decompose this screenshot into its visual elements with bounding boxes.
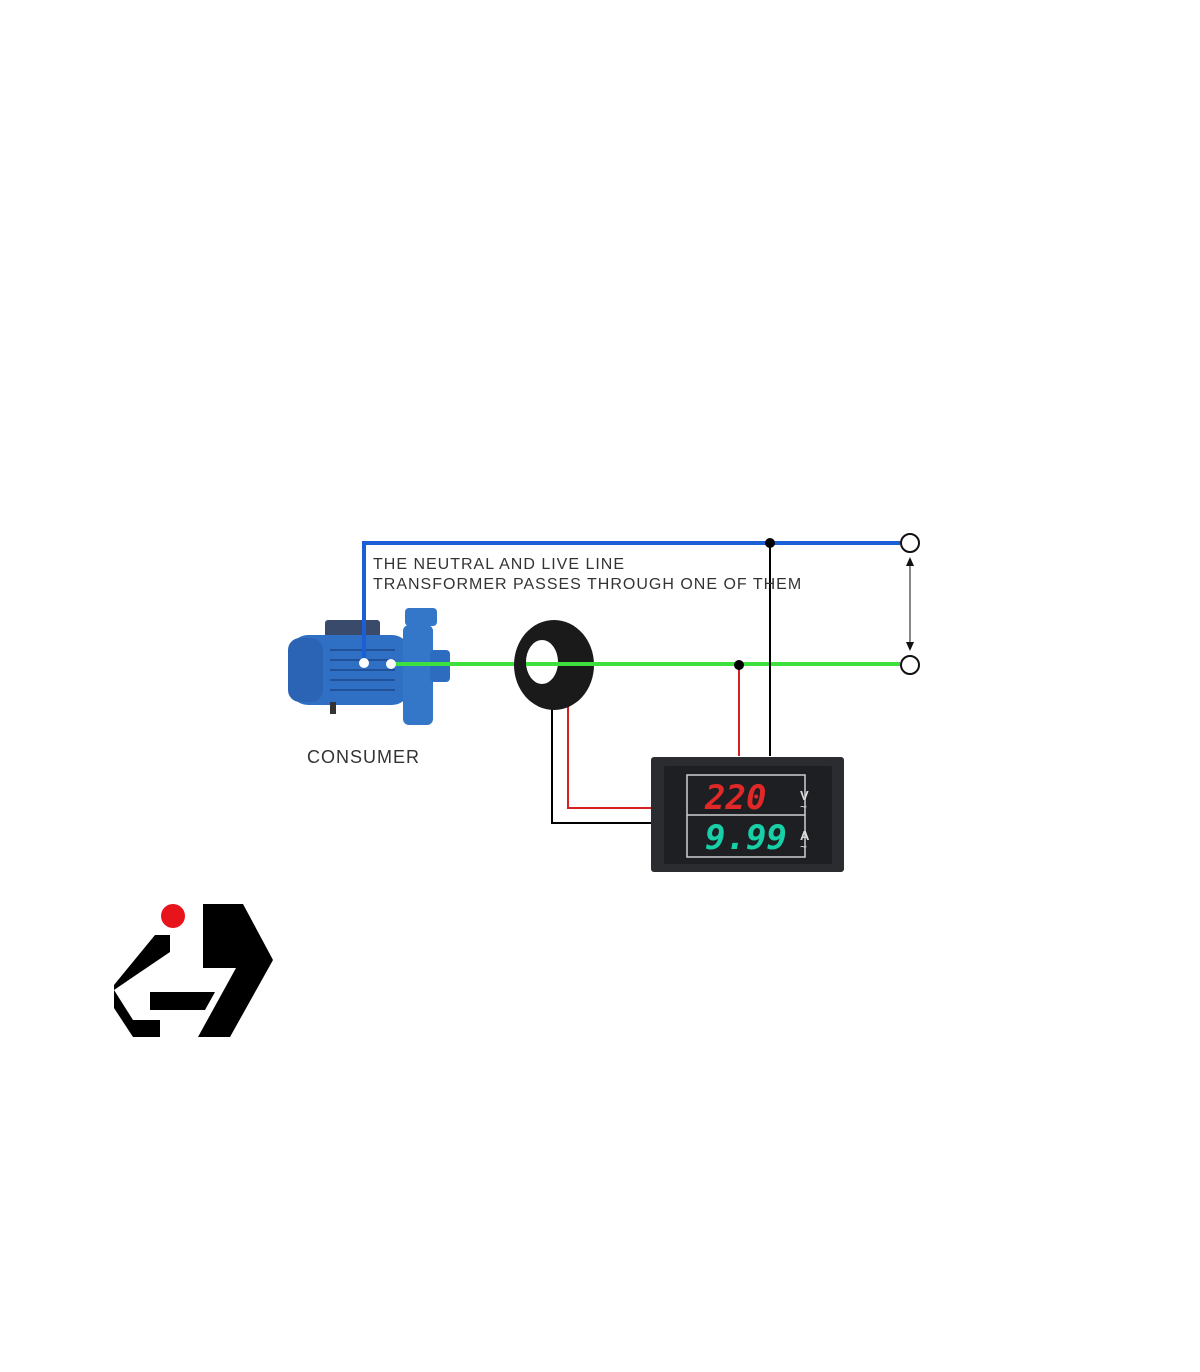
brand-logo: [114, 904, 273, 1037]
voltage-unit: V: [800, 788, 809, 803]
voltage-reading: 220: [704, 778, 766, 818]
voltmeter-ammeter: 220 9.99 V ~ A ~: [651, 757, 844, 872]
ct-red-lead: [567, 705, 652, 809]
note-line-1: THE NEUTRAL AND LIVE LINE: [373, 556, 625, 573]
neutral-terminal: [900, 533, 920, 553]
current-ac-symbol: ~: [800, 840, 807, 854]
voltage-ac-symbol: ~: [800, 800, 807, 814]
live-terminal: [900, 655, 920, 675]
current-unit: A: [800, 828, 810, 843]
neutral-wire: [362, 541, 900, 663]
ct-black-lead: [551, 705, 652, 824]
note-line-2: TRANSFORMER PASSES THROUGH ONE OF THEM: [373, 576, 802, 593]
current-reading: 9.99: [705, 818, 787, 858]
consumer-label: CONSUMER: [307, 747, 420, 767]
water-pump-consumer: [288, 608, 450, 725]
current-transformer-ring: [514, 620, 594, 710]
